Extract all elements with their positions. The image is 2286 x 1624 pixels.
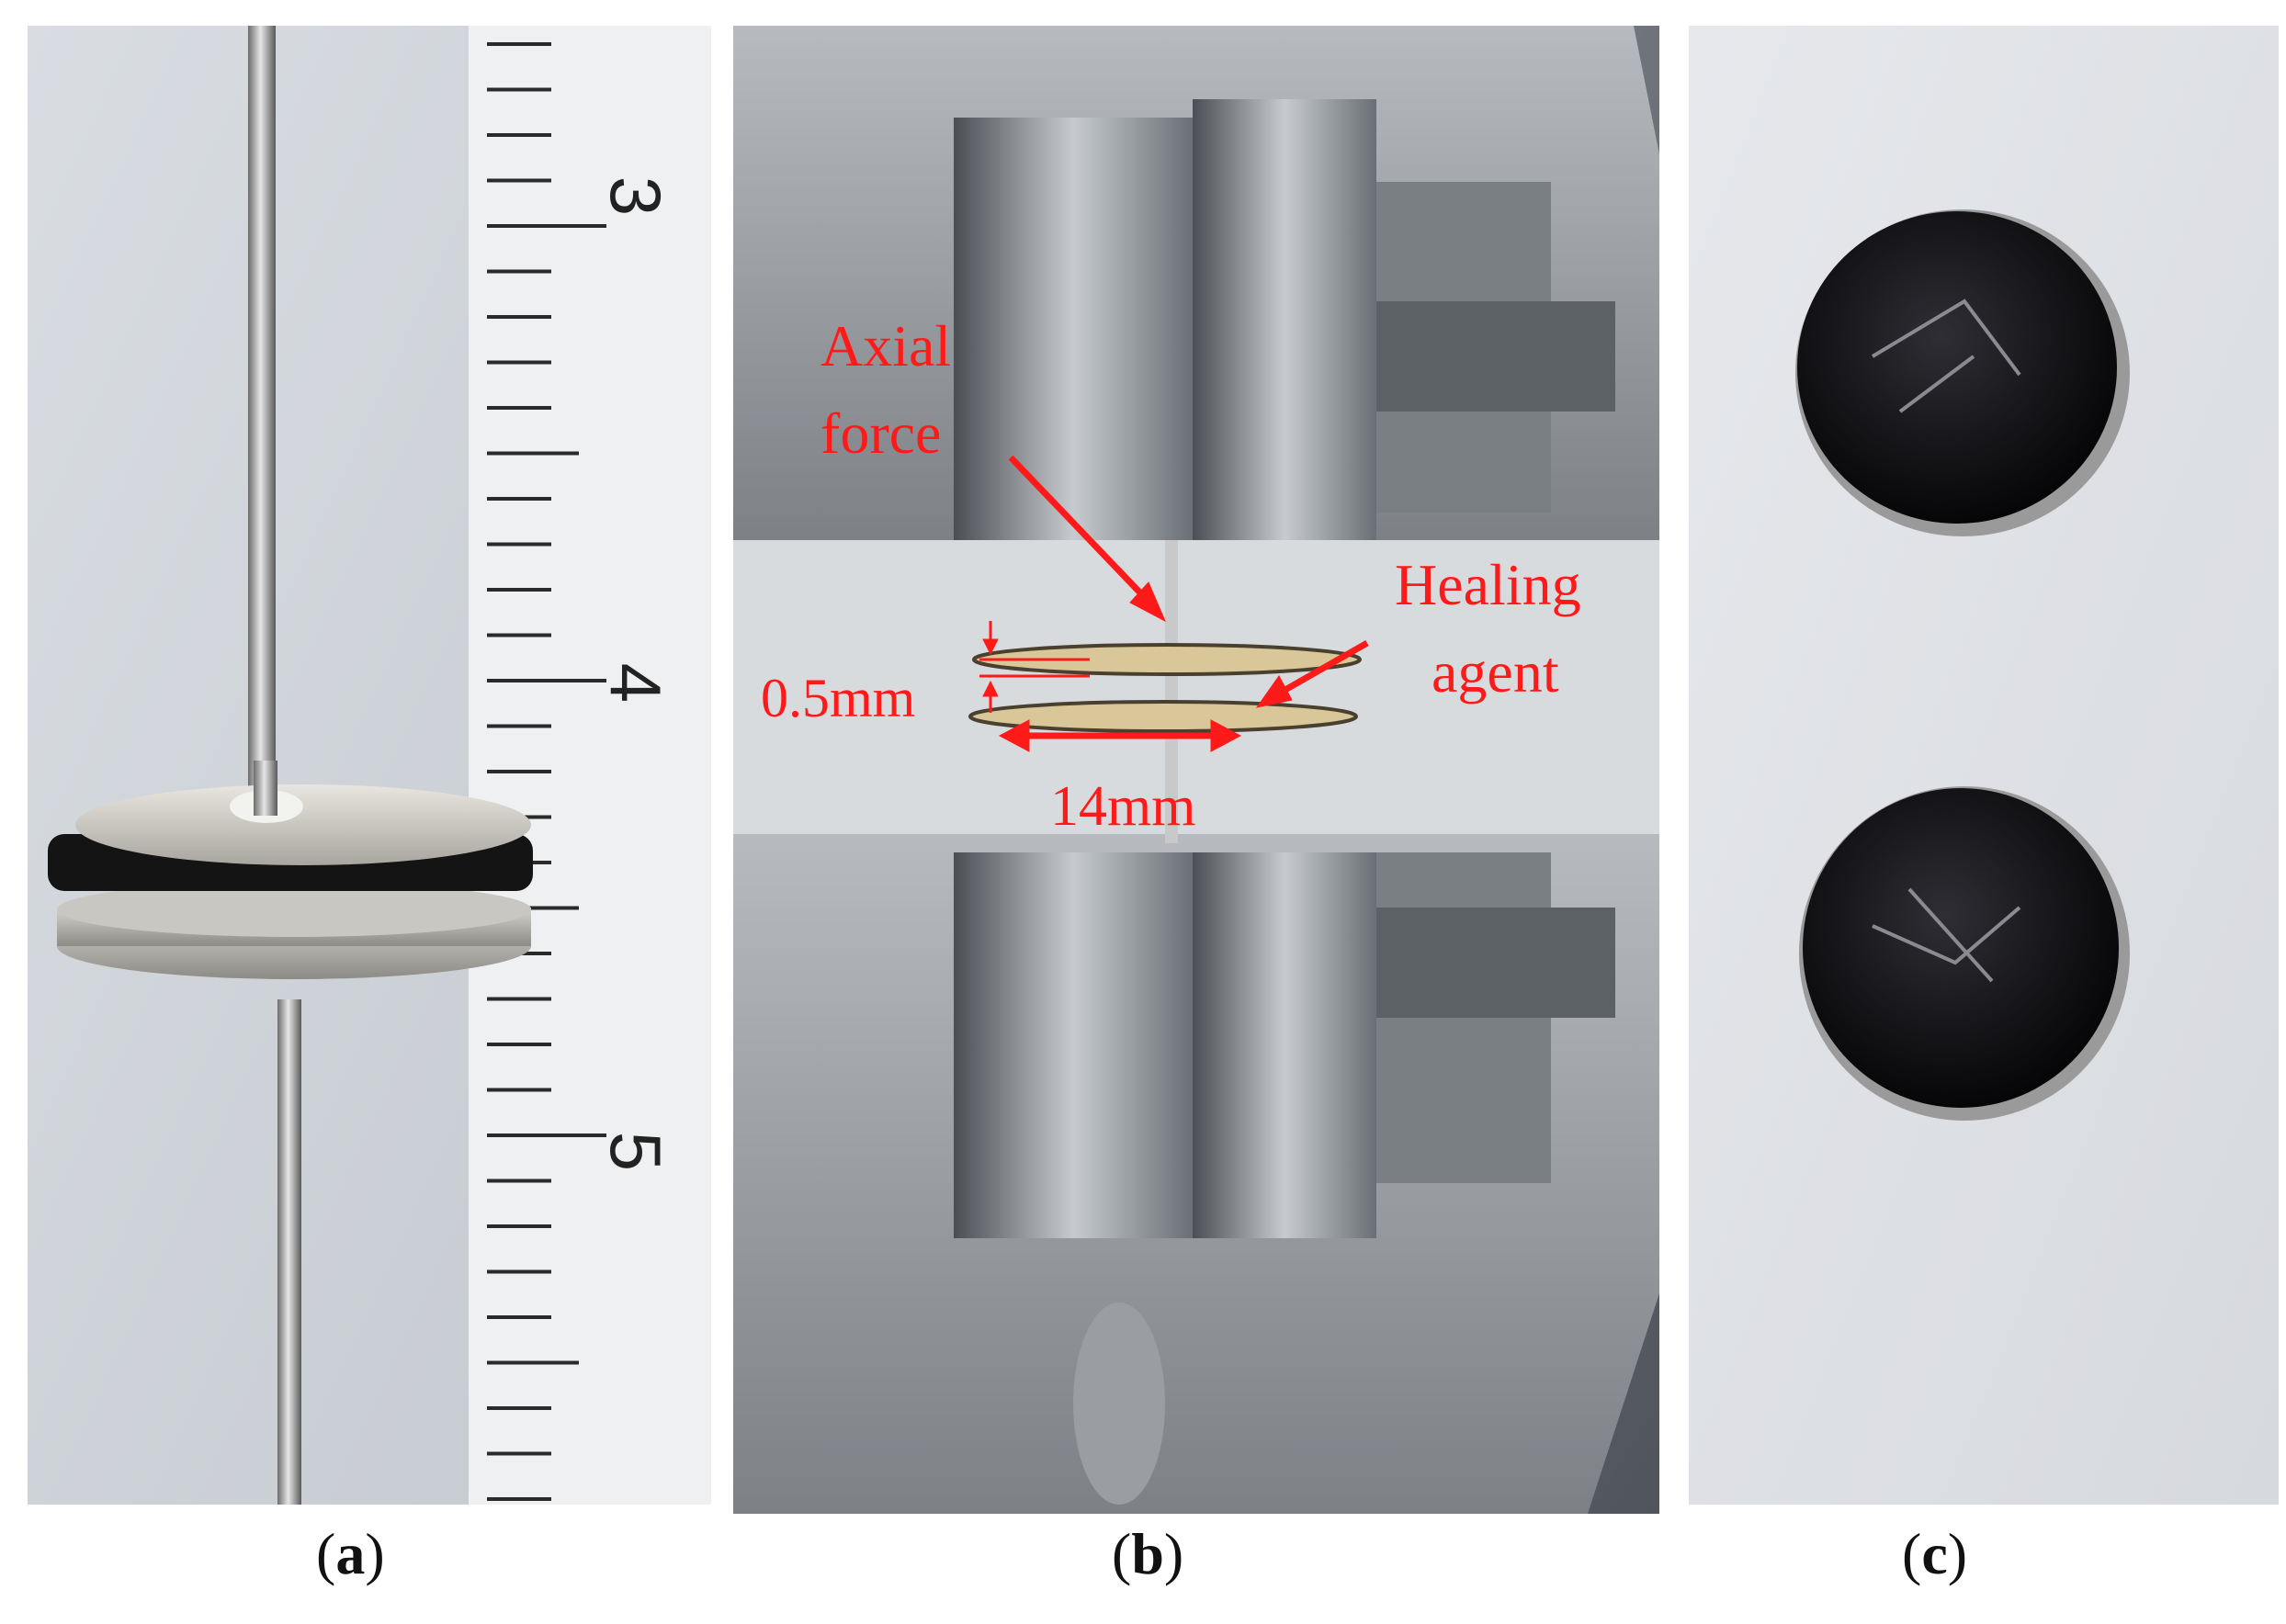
upper-grip-right-jaw <box>1193 99 1376 540</box>
photo-panel-c <box>1689 26 2279 1505</box>
rod-lower <box>277 999 301 1505</box>
lower-disc <box>968 700 1358 733</box>
ruler-number-3: 3 <box>595 175 677 217</box>
healing-agent-label-line2: agent <box>1432 639 1559 705</box>
lower-grip-right-jaw <box>1193 852 1376 1238</box>
upper-grip-left-jaw <box>954 118 1193 540</box>
fractured-specimens-photo <box>1689 26 2279 1505</box>
photo-panel-b: Axial force Healing agent 0.5mm 14mm <box>733 26 1659 1514</box>
thickness-label: 0.5mm <box>761 668 915 728</box>
ruler-number-4: 4 <box>595 662 677 704</box>
ruler-number-5: 5 <box>595 1131 677 1172</box>
upper-screw <box>1376 301 1615 412</box>
annotation-arrows <box>979 455 1369 752</box>
top-disc <box>75 784 531 865</box>
tensile-grip-photo: Axial force Healing agent 0.5mm 14mm <box>733 26 1659 1514</box>
caption-a: (a) <box>316 1521 385 1586</box>
caption-b: (b) <box>1112 1521 1184 1586</box>
caption-c: (c) <box>1902 1521 1968 1586</box>
rod-upper <box>248 26 276 816</box>
upper-disc <box>972 643 1362 676</box>
ruler-ticks <box>487 42 606 1501</box>
healing-agent-label-line1: Healing <box>1395 552 1581 617</box>
diameter-label: 14mm <box>1050 775 1195 838</box>
specimen-with-ruler-photo <box>28 26 711 1505</box>
photo-panel-a: 3 4 5 <box>28 26 711 1505</box>
lower-screw <box>1376 908 1615 1018</box>
lower-grip-left-jaw <box>954 852 1193 1238</box>
axial-force-label-line1: Axial <box>820 313 951 378</box>
axial-force-label-line2: force <box>820 400 941 466</box>
bottom-bolt <box>1073 1303 1165 1505</box>
